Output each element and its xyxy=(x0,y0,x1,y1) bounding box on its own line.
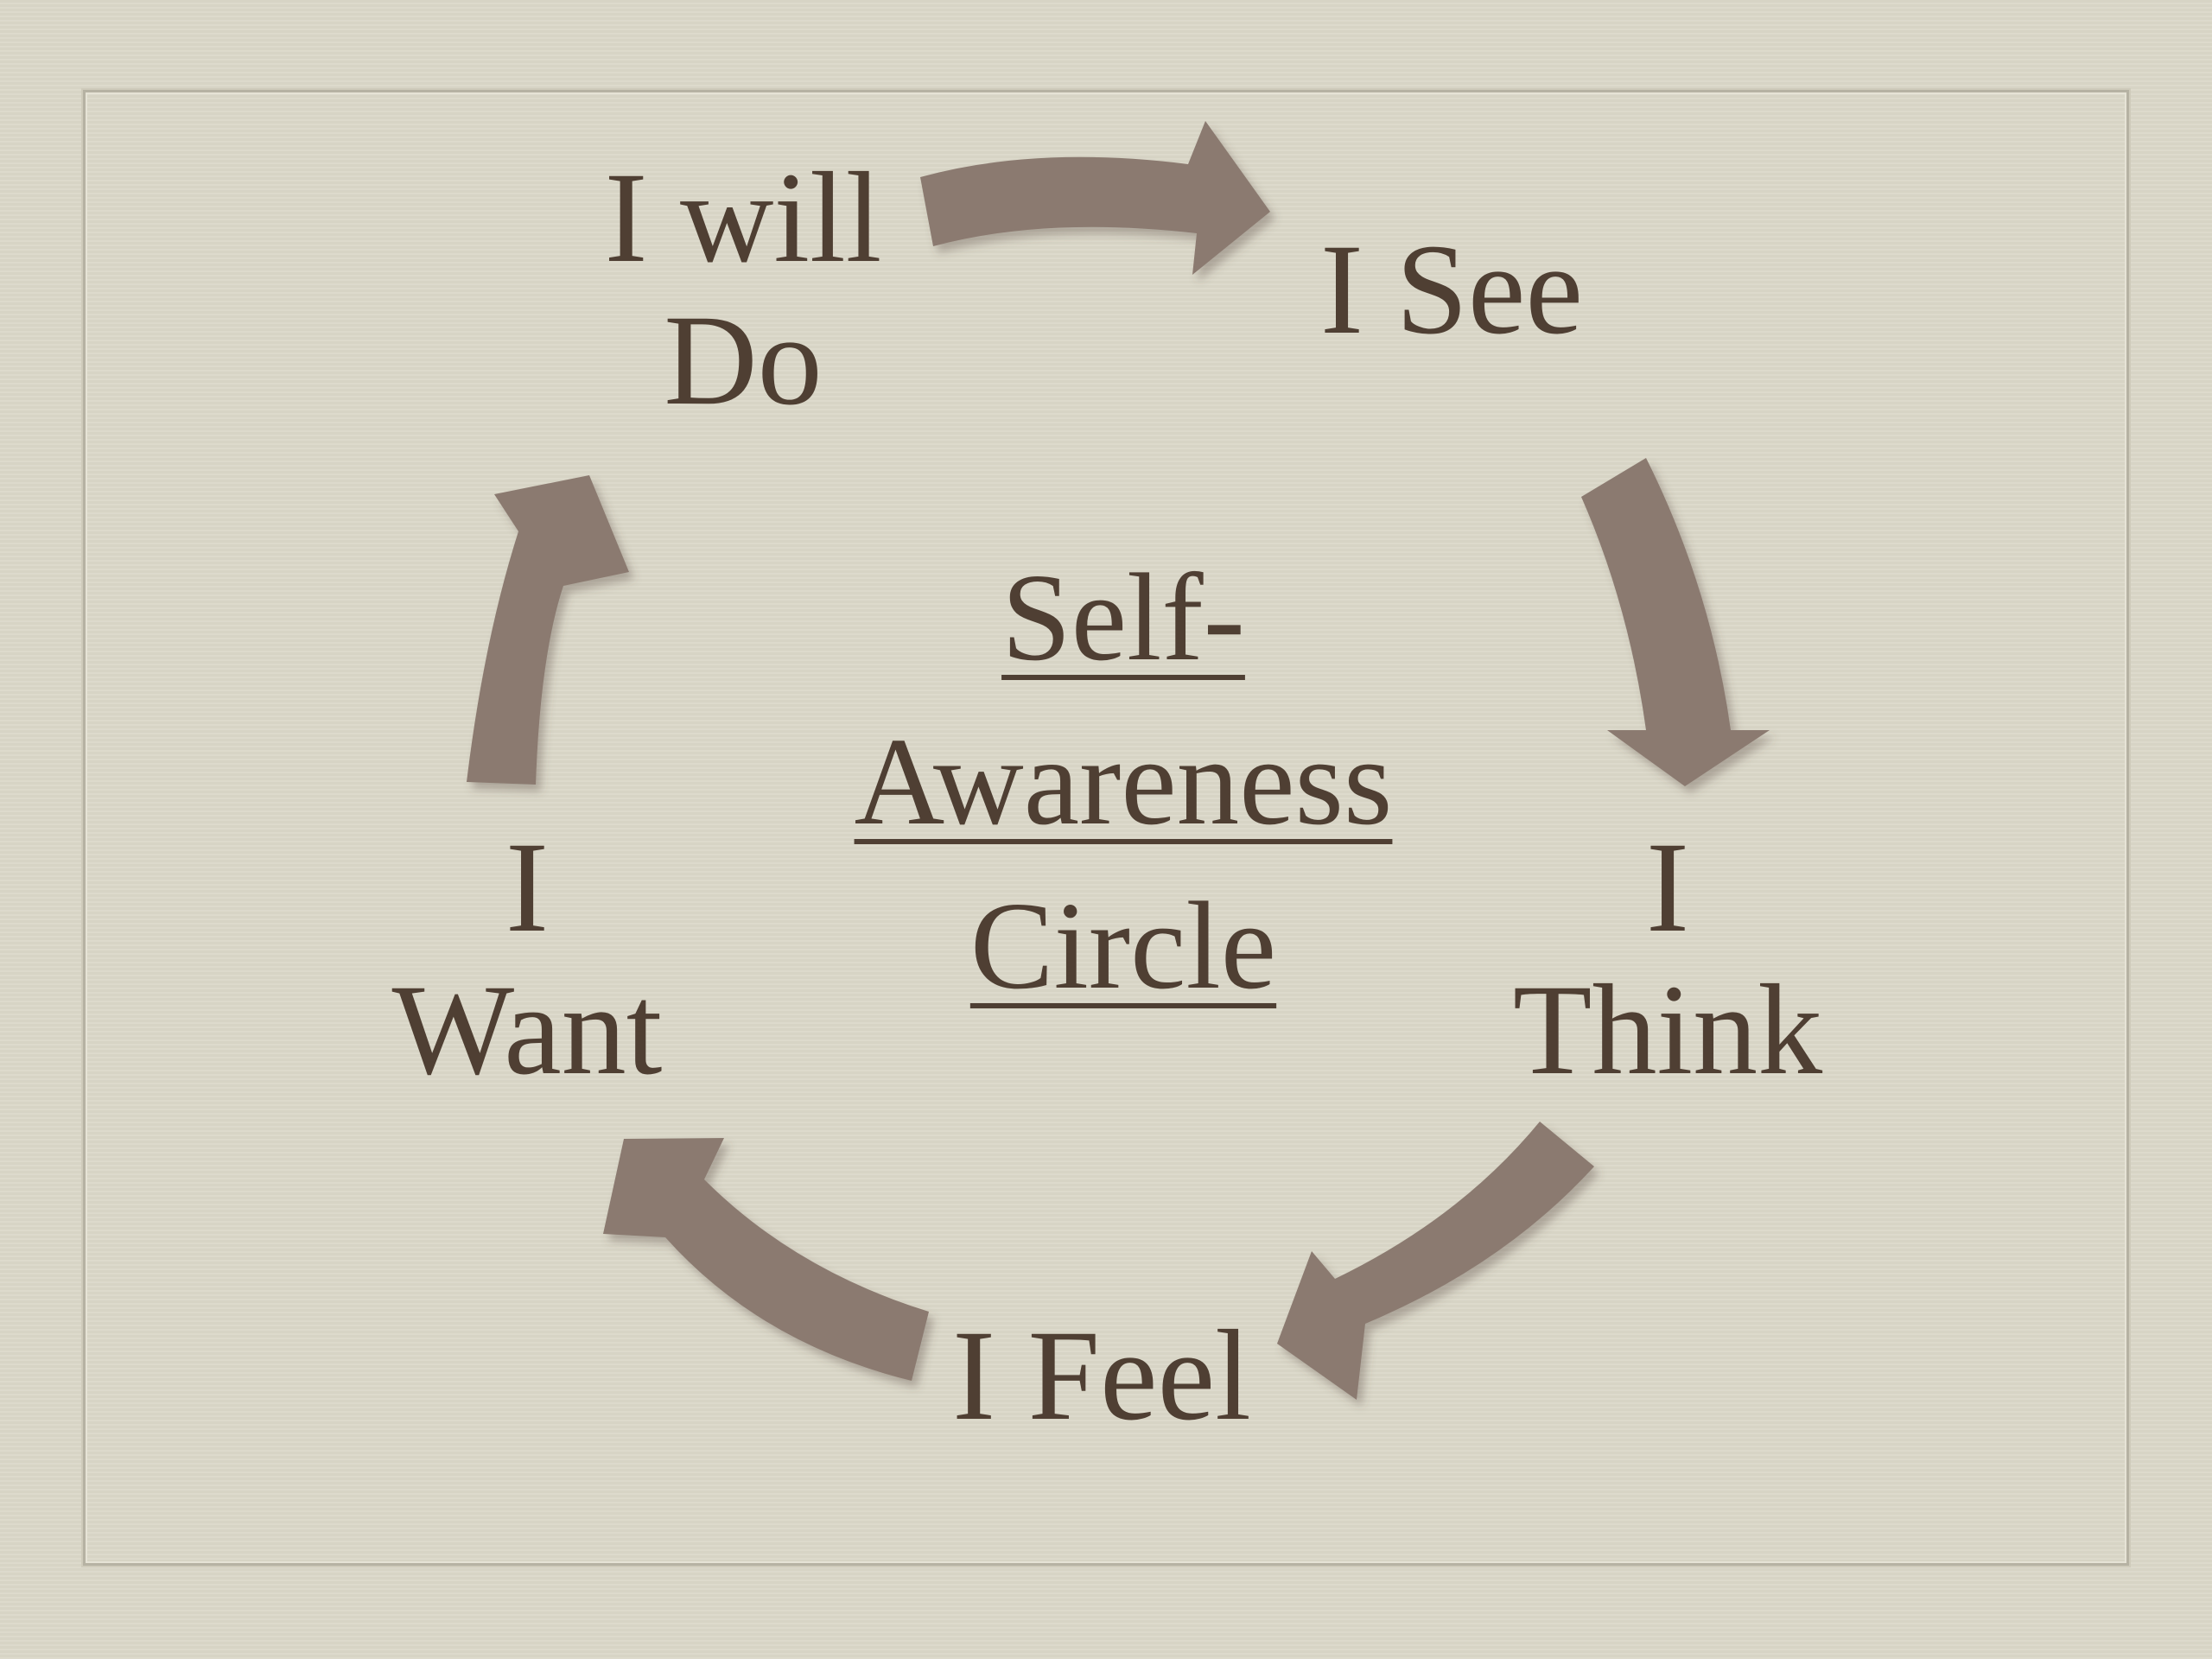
node-will-do: I will Do xyxy=(536,147,950,432)
arrow-feel-to-want xyxy=(603,1138,929,1381)
diagram-title-line-2: Awareness xyxy=(854,713,1393,851)
diagram-title-line-1: Self- xyxy=(1001,549,1245,687)
node-feel: I Feel xyxy=(907,1305,1296,1447)
node-feel-line-1: I Feel xyxy=(952,1304,1251,1447)
diagram-title: Self- Awareness Circle xyxy=(760,536,1486,1028)
diagram-title-line-3: Circle xyxy=(969,877,1277,1015)
node-see: I See xyxy=(1262,219,1642,361)
node-think-line-2: Think xyxy=(1512,958,1823,1102)
node-will-do-line-2: Do xyxy=(664,289,823,432)
node-want-line-2: Want xyxy=(391,958,663,1102)
node-want: I Want xyxy=(346,817,709,1102)
node-think-line-1: I xyxy=(1646,816,1689,959)
node-think: I Think xyxy=(1469,817,1866,1102)
arrow-will-do-to-see xyxy=(920,121,1270,275)
slide-frame xyxy=(83,90,2129,1566)
arrow-want-to-will-do xyxy=(467,475,629,785)
node-want-line-1: I xyxy=(505,816,549,959)
node-will-do-line-1: I will xyxy=(604,146,882,289)
arrow-think-to-feel xyxy=(1277,1122,1594,1400)
node-see-line-1: I See xyxy=(1319,218,1584,361)
arrow-see-to-think xyxy=(1581,458,1770,786)
